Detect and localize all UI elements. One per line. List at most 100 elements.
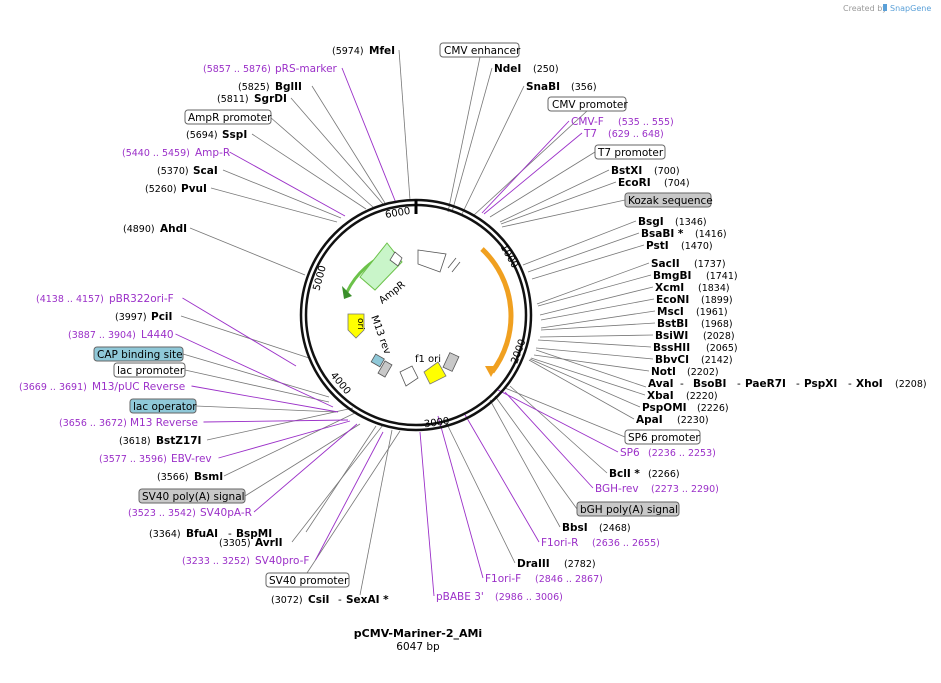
enzyme-name[interactable]: BsgI <box>638 216 664 228</box>
enzyme-site-bstz17i[interactable]: (3618)BstZ17I <box>119 435 201 447</box>
enzyme-site-sgrdi[interactable]: (5811)SgrDI <box>217 93 287 105</box>
primer-sv40pro-f[interactable]: (3233 .. 3252)SV40pro-F <box>182 555 309 567</box>
enzyme-name[interactable]: NotI <box>651 366 676 378</box>
enzyme-site-bsmi[interactable]: (3566)BsmI <box>157 471 223 483</box>
enzyme-name[interactable]: PspOMI <box>642 402 687 414</box>
primer-pbr322ori-f[interactable]: (4138 .. 4157)pBR322ori-F <box>36 293 174 305</box>
enzyme-name[interactable]: BglII <box>275 81 302 93</box>
enzyme-name[interactable]: SgrDI <box>254 93 287 105</box>
enzyme-name[interactable]: BsiWI <box>655 330 688 342</box>
enzyme-xhoi[interactable]: XhoI <box>856 378 883 390</box>
enzyme-name[interactable]: SacII <box>651 258 680 270</box>
primer-pbabe-3[interactable]: pBABE 3'(2986 .. 3006) <box>436 591 563 603</box>
enzyme-name[interactable]: SspI <box>222 129 247 141</box>
enzyme-name[interactable]: BclI * <box>609 468 640 480</box>
enzyme-site-bsabi[interactable]: BsaBI *(1416) <box>641 228 727 240</box>
enzyme-bfuai[interactable]: BfuAI <box>186 528 218 540</box>
enzyme-avai[interactable]: AvaI <box>648 378 674 390</box>
primer-name[interactable]: pRS-marker <box>275 63 338 75</box>
enzyme-name[interactable]: XbaI <box>647 390 674 402</box>
enzyme-site-snabi[interactable]: SnaBI(356) <box>526 81 597 93</box>
enzyme-bsobi[interactable]: BsoBI <box>693 378 726 390</box>
enzyme-name[interactable]: MscI <box>657 306 684 318</box>
primer-l4440[interactable]: (3887 .. 3904)L4440 <box>68 329 174 341</box>
cmv-enhancer-box[interactable] <box>439 42 520 58</box>
enzyme-site-bstxi[interactable]: BstXI(700) <box>611 165 680 177</box>
enzyme-site-noti[interactable]: NotI(2202) <box>651 366 719 378</box>
enzyme-site-econi[interactable]: EcoNI(1899) <box>656 294 733 306</box>
primer-name[interactable]: CMV-F <box>571 116 604 128</box>
enzyme-name[interactable]: SnaBI <box>526 81 560 93</box>
enzyme-site-bbvci[interactable]: BbvCI(2142) <box>655 354 733 366</box>
enzyme-name[interactable]: BstZ17I <box>156 435 201 447</box>
enzyme-name[interactable]: BbvCI <box>655 354 689 366</box>
enzyme-site-xcmi[interactable]: XcmI(1834) <box>655 282 730 294</box>
enzyme-name[interactable]: XcmI <box>655 282 684 294</box>
enzyme-site-bcli[interactable]: BclI *(2266) <box>609 468 680 480</box>
sv40-promoter-box[interactable] <box>265 572 350 588</box>
bgh-polya-box[interactable] <box>576 501 680 517</box>
enzyme-site-mfei[interactable]: (5974)MfeI <box>332 45 395 57</box>
primer-bgh-rev[interactable]: BGH-rev(2273 .. 2290) <box>595 483 719 495</box>
enzyme-site-scai[interactable]: (5370)ScaI <box>157 165 218 177</box>
primer-name[interactable]: L4440 <box>141 329 174 341</box>
primer-f1ori-f[interactable]: F1ori-F(2846 .. 2867) <box>485 573 603 585</box>
enzyme-name[interactable]: AvrII <box>255 537 283 549</box>
enzyme-name[interactable]: PciI <box>151 311 172 323</box>
enzyme-site-ndei[interactable]: NdeI(250) <box>494 63 559 75</box>
enzyme-bspmi[interactable]: BspMI <box>236 528 272 540</box>
enzyme-name[interactable]: BssHII <box>653 342 690 354</box>
primer-name[interactable]: Amp-R <box>195 147 230 159</box>
enzyme-paer7i[interactable]: PaeR7I <box>745 378 786 390</box>
enzyme-site-sspi[interactable]: (5694)SspI <box>186 129 247 141</box>
enzyme-site-xbai[interactable]: XbaI(2220) <box>647 390 718 402</box>
enzyme-csii[interactable]: CsiI <box>308 594 329 606</box>
primer-ebv-rev[interactable]: (3577 .. 3596)EBV-rev <box>99 453 212 465</box>
enzyme-name[interactable]: BstXI <box>611 165 642 177</box>
enzyme-site-bsgi[interactable]: BsgI(1346) <box>638 216 707 228</box>
primer-name[interactable]: BGH-rev <box>595 483 639 495</box>
sv40-polya-box[interactable] <box>138 488 246 504</box>
primer-sv40pa-r[interactable]: (3523 .. 3542)SV40pA-R <box>128 507 252 519</box>
enzyme-site-bsiwi[interactable]: BsiWI(2028) <box>655 330 735 342</box>
enzyme-site-psti[interactable]: PstI(1470) <box>646 240 713 252</box>
enzyme-name[interactable]: PstI <box>646 240 669 252</box>
primer-name[interactable]: T7 <box>583 128 597 140</box>
enzyme-name[interactable]: PvuI <box>181 183 207 195</box>
enzyme-name[interactable]: ApaI <box>636 414 663 426</box>
enzyme-site-sacii[interactable]: SacII(1737) <box>651 258 726 270</box>
cap-binding-box[interactable] <box>93 346 184 362</box>
primer-name[interactable]: SV40pro-F <box>255 555 309 567</box>
primer-m13-reverse[interactable]: (3656 .. 3672)M13 Reverse <box>59 417 198 429</box>
enzyme-site-pspomi[interactable]: PspOMI(2226) <box>642 402 729 414</box>
enzyme-name[interactable]: BsaBI * <box>641 228 684 240</box>
enzyme-name[interactable]: AhdI <box>160 223 187 235</box>
enzyme-pspxi[interactable]: PspXI <box>804 378 837 390</box>
primer-t7[interactable]: T7(629 .. 648) <box>583 128 664 140</box>
enzyme-site-ahdi[interactable]: (4890)AhdI <box>123 223 187 235</box>
enzyme-sexai[interactable]: SexAI * <box>346 594 389 606</box>
kozak-box[interactable] <box>624 192 712 208</box>
enzyme-site-draiii[interactable]: DraIII(2782) <box>517 558 596 570</box>
enzyme-site-bstbi[interactable]: BstBI(1968) <box>657 318 733 330</box>
enzyme-site-apai[interactable]: ApaI(2230) <box>636 414 709 426</box>
lac-operator-box[interactable] <box>129 398 197 414</box>
enzyme-site-bsshii[interactable]: BssHII(2065) <box>653 342 738 354</box>
cmv-promoter-box[interactable] <box>547 96 627 112</box>
primer-m13-puc-reverse[interactable]: (3669 .. 3691)M13/pUC Reverse <box>19 381 185 393</box>
enzyme-name[interactable]: NdeI <box>494 63 521 75</box>
enzyme-name[interactable]: BbsI <box>562 522 588 534</box>
lac-promoter-box[interactable] <box>113 362 186 378</box>
ampr-promoter-box[interactable] <box>184 109 272 125</box>
enzyme-name[interactable]: ScaI <box>193 165 218 177</box>
enzyme-name[interactable]: BmgBI <box>653 270 691 282</box>
sp6-promoter-box[interactable] <box>624 429 701 445</box>
primer-name[interactable]: EBV-rev <box>171 453 212 465</box>
primer-cmv-f[interactable]: CMV-F(535 .. 555) <box>571 116 674 128</box>
primer-name[interactable]: F1ori-F <box>485 573 521 585</box>
primer-prs-marker[interactable]: (5857 .. 5876)pRS-marker <box>203 63 338 75</box>
enzyme-name[interactable]: MfeI <box>369 45 395 57</box>
primer-name[interactable]: pBABE 3' <box>436 591 484 603</box>
enzyme-name[interactable]: DraIII <box>517 558 550 570</box>
primer-name[interactable]: M13 Reverse <box>130 417 198 429</box>
